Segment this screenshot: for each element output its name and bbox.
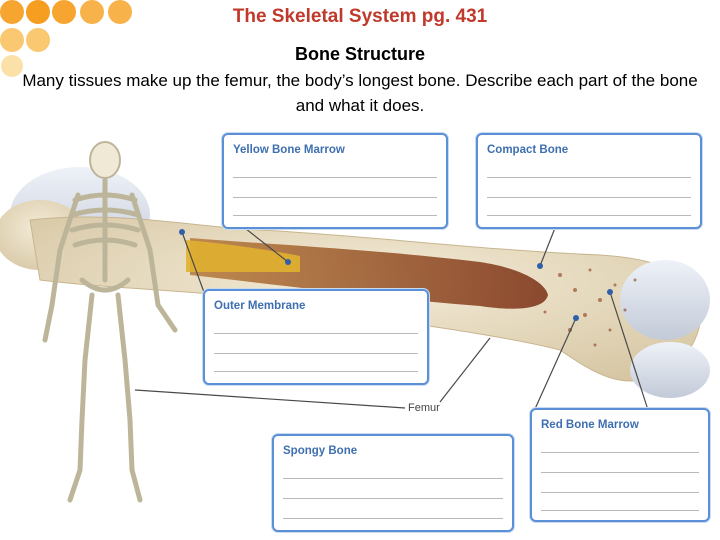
yellow-marrow-region (186, 240, 300, 272)
outer-membrane-title: Outer Membrane (214, 300, 306, 312)
decorative-dots (0, 0, 132, 77)
spongy-bone-box[interactable]: Spongy Bone (272, 434, 514, 532)
femur-label: Femur (408, 402, 440, 414)
compact-bone-title: Compact Bone (487, 144, 569, 156)
writing-line (541, 510, 699, 511)
writing-line (541, 452, 699, 453)
writing-line (541, 472, 699, 473)
spongy-bone-texture (543, 268, 637, 347)
writing-line (214, 333, 418, 334)
writing-line (214, 353, 418, 354)
writing-line (487, 177, 691, 178)
writing-line (233, 215, 437, 216)
writing-line (233, 177, 437, 178)
yellow-bone-marrow-title: Yellow Bone Marrow (233, 144, 345, 156)
writing-line (214, 371, 418, 372)
section-subtitle: Bone Structure (294, 44, 426, 64)
outer-membrane-box[interactable]: Outer Membrane (203, 289, 429, 385)
spongy-bone-title: Spongy Bone (283, 445, 358, 457)
leader-endpoints (179, 229, 613, 321)
compact-bone-box[interactable]: Compact Bone (476, 133, 702, 229)
writing-line (233, 197, 437, 198)
writing-line (283, 518, 503, 519)
page-title: The Skeletal System pg. 431 (232, 6, 488, 27)
writing-line (283, 478, 503, 479)
writing-line (283, 498, 503, 499)
instructions-text: Many tissues make up the femur, the body… (22, 71, 698, 115)
writing-line (487, 215, 691, 216)
femur-knee-end (620, 260, 710, 398)
writing-line (541, 492, 699, 493)
red-bone-marrow-title: Red Bone Marrow (541, 419, 639, 431)
yellow-bone-marrow-box[interactable]: Yellow Bone Marrow (222, 133, 448, 229)
writing-line (487, 197, 691, 198)
red-bone-marrow-box[interactable]: Red Bone Marrow (530, 408, 710, 522)
skeleton-figure (42, 141, 178, 503)
